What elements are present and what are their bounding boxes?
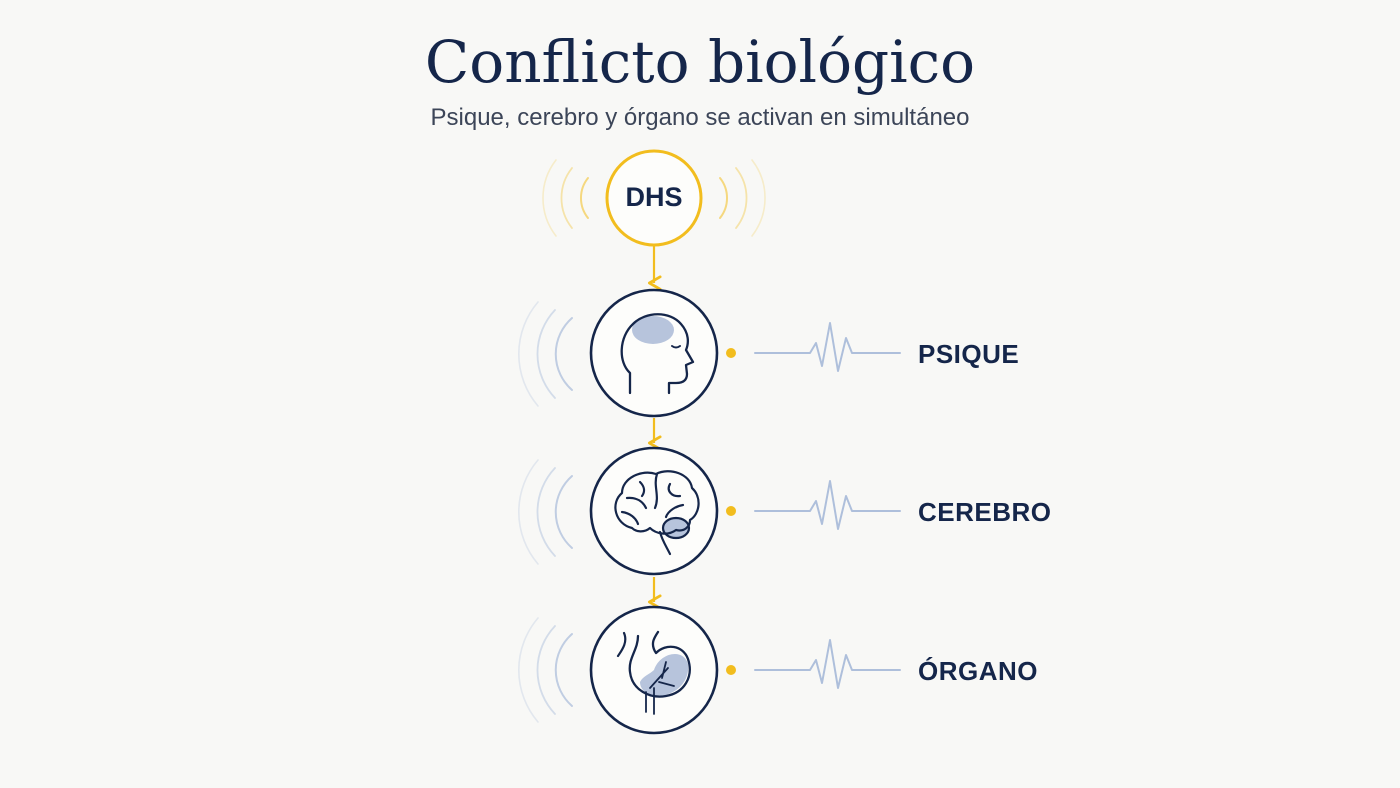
stomach-icon xyxy=(616,630,691,715)
organo-node xyxy=(589,605,901,735)
cerebro-connector-dot xyxy=(726,506,736,516)
psique-circle xyxy=(589,288,719,418)
psique-waves xyxy=(517,301,573,407)
cerebro-pulse-line xyxy=(754,480,901,530)
organo-connector-dot xyxy=(726,665,736,675)
psique-connector-dot xyxy=(726,348,736,358)
organo-label: ÓRGANO xyxy=(918,656,1038,686)
dhs-waves-left xyxy=(542,159,589,237)
brain-icon xyxy=(614,470,700,556)
psique-label: PSIQUE xyxy=(918,339,1020,369)
cerebro-node xyxy=(589,446,901,576)
cerebro-label: CEREBRO xyxy=(918,497,1052,527)
organo-pulse-line xyxy=(754,639,901,689)
head-profile-icon xyxy=(620,313,695,395)
cerebro-circle xyxy=(589,446,719,576)
cerebro-waves xyxy=(517,459,573,565)
psique-pulse-line xyxy=(754,322,901,372)
psique-node xyxy=(589,288,901,418)
page-title: Conflicto biológico xyxy=(424,28,976,96)
page-subtitle: Psique, cerebro y órgano se activan en s… xyxy=(430,104,970,131)
dhs-waves-right xyxy=(719,159,766,237)
dhs-label: DHS xyxy=(625,182,683,212)
organo-waves xyxy=(517,617,573,723)
